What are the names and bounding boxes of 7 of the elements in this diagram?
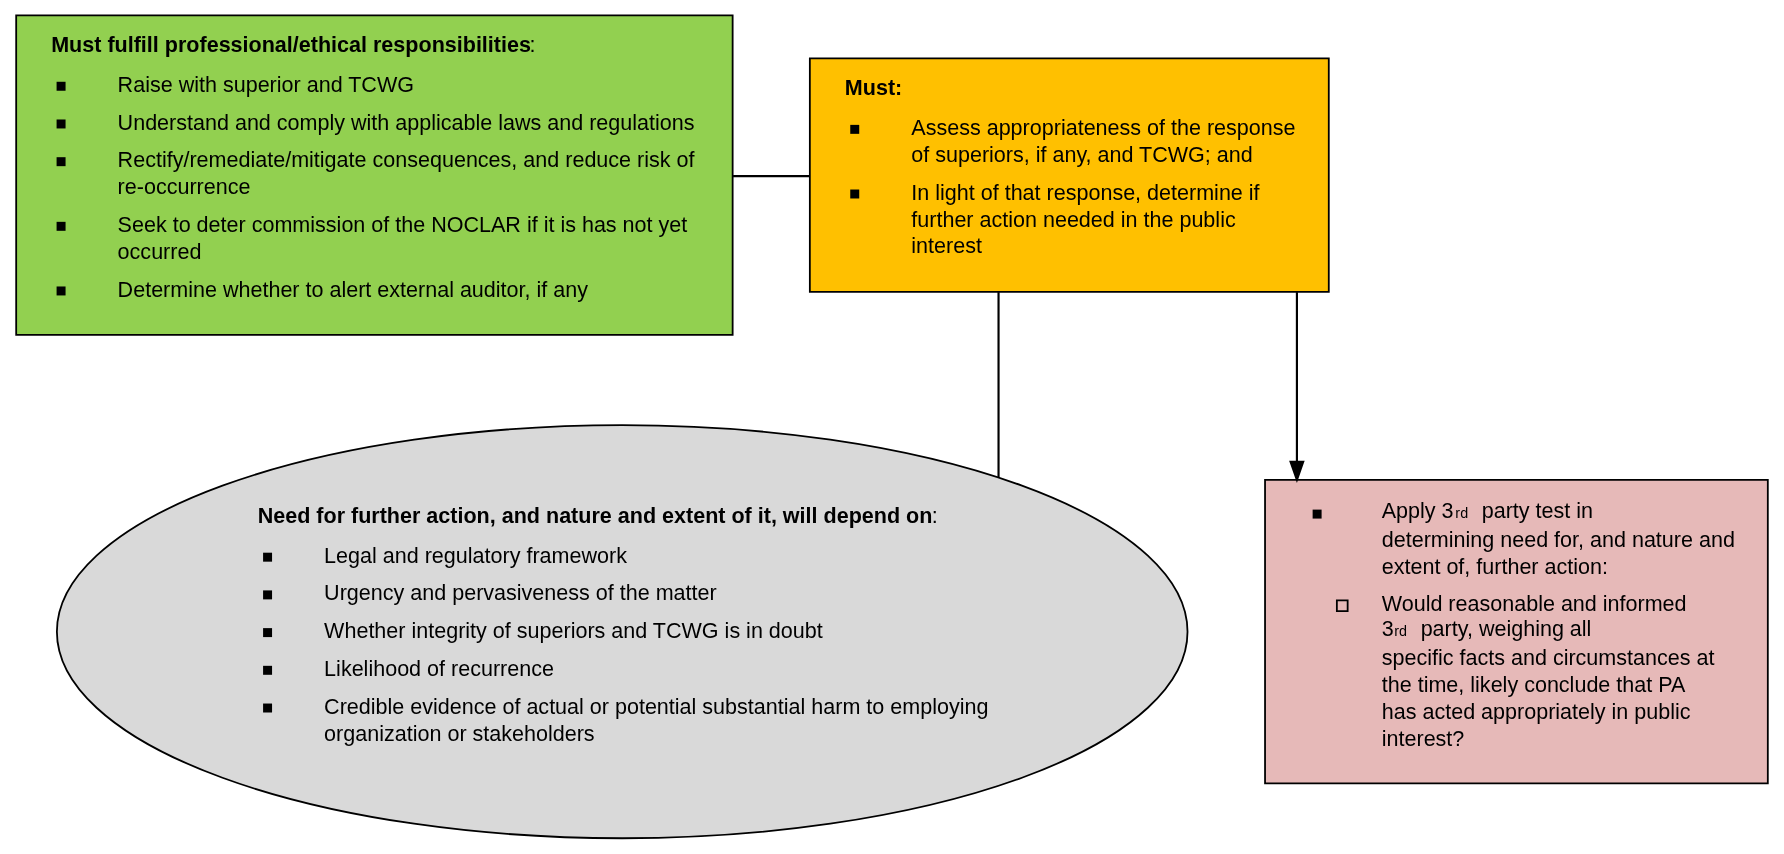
node-box: Apply 3rd party test in determining need for, and nature and extent of, further action: Would reasonable and informed 3rd party, weighing all specific facts and circumstances at the time, likely conclude that PA has acted appropriately in public interest? xyxy=(1264,479,1769,785)
node-box: Must fulfill professional/ethical responsibilities: Raise with superior and TCWG Understand and comply with applicable laws and regulations Rectify/remediate/mitigate consequences, and reduce risk of re-occurrence Seek to deter commission of the NOCLAR if it is has not yet occurred Determine whether to alert external auditor, if any xyxy=(15,14,734,336)
connector xyxy=(733,175,810,178)
node-ellipse: Need for further action, and nature and extent of it, will depend on: Legal and regulatory framework Urgency and pervasiveness of the matter Whether integrity of superiors and TCWG is in doubt Likelihood of recurrence Credible evidence of actual or potential substantial harm to employing organization or stakeholders xyxy=(56,424,1189,840)
arrow xyxy=(1289,292,1305,483)
connector xyxy=(997,292,1000,478)
node-box: Must: Assess appropriateness of the response of superiors, if any, and TCWG; and In light of that response, determine if further action needed in the public interest xyxy=(808,57,1330,293)
